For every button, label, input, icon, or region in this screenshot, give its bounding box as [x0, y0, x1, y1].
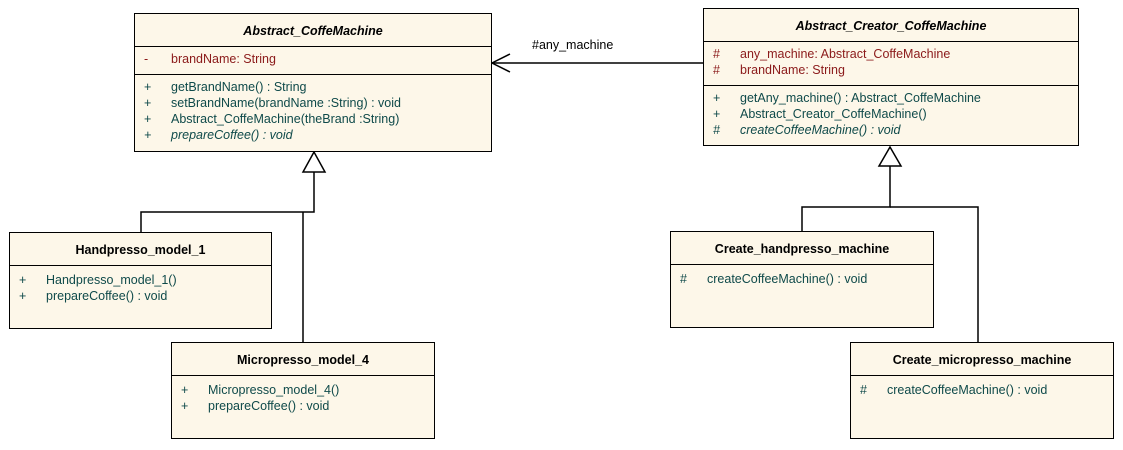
operation-text: Micropresso_model_4() [208, 383, 340, 397]
class-name: Create_micropresso_machine [851, 343, 1113, 376]
operation-row: # createCoffeeMachine() : void [671, 271, 933, 287]
class-name: Micropresso_model_4 [172, 343, 434, 376]
operation-text: Handpresso_model_1() [46, 273, 177, 287]
class-name: Create_handpresso_machine [671, 232, 933, 265]
class-create-micropresso-machine[interactable]: Create_micropresso_machine # createCoffe… [850, 342, 1114, 439]
operations-section: # createCoffeeMachine() : void [851, 376, 1113, 400]
attribute-row: - brandName: String [135, 51, 491, 67]
operation-row: + getAny_machine() : Abstract_CoffeMachi… [704, 90, 1078, 106]
visibility-marker: + [19, 289, 27, 303]
class-name: Abstract_Creator_CoffeMachine [704, 9, 1078, 42]
class-abstract-coffe-machine[interactable]: Abstract_CoffeMachine - brandName: Strin… [134, 13, 492, 152]
operation-text: setBrandName(brandName :String) : void [171, 96, 401, 110]
class-handpresso-model-1[interactable]: Handpresso_model_1 + Handpresso_model_1(… [9, 232, 272, 329]
operation-text: Abstract_Creator_CoffeMachine() [740, 107, 927, 121]
operation-row: + Handpresso_model_1() [10, 272, 271, 288]
attributes-section: # any_machine: Abstract_CoffeMachine # b… [704, 42, 1078, 86]
operation-row: + Micropresso_model_4() [172, 382, 434, 398]
attribute-text: any_machine: Abstract_CoffeMachine [740, 47, 951, 61]
visibility-marker: + [713, 91, 721, 105]
operation-text: prepareCoffee() : void [208, 399, 330, 413]
operation-row: + prepareCoffee() : void [135, 127, 491, 143]
visibility-marker: - [144, 52, 149, 66]
operation-row: + Abstract_CoffeMachine(theBrand :String… [135, 111, 491, 127]
visibility-marker: + [19, 273, 27, 287]
operation-row: + prepareCoffee() : void [10, 288, 271, 304]
visibility-marker: + [144, 128, 152, 142]
operation-row: + prepareCoffee() : void [172, 398, 434, 414]
visibility-marker: + [181, 399, 189, 413]
operation-text: createCoffeeMachine() : void [740, 123, 901, 137]
operations-section: + Handpresso_model_1() + prepareCoffee()… [10, 266, 271, 306]
attribute-row: # any_machine: Abstract_CoffeMachine [704, 46, 1078, 62]
operation-text: getAny_machine() : Abstract_CoffeMachine [740, 91, 981, 105]
class-micropresso-model-4[interactable]: Micropresso_model_4 + Micropresso_model_… [171, 342, 435, 439]
visibility-marker: # [680, 272, 687, 286]
association-label: #any_machine [532, 38, 614, 52]
operation-text: prepareCoffee() : void [46, 289, 168, 303]
attribute-text: brandName: String [740, 63, 845, 77]
operations-section: # createCoffeeMachine() : void [671, 265, 933, 289]
operation-row: # createCoffeeMachine() : void [704, 122, 1078, 138]
operations-section: + Micropresso_model_4() + prepareCoffee(… [172, 376, 434, 416]
operations-section: + getAny_machine() : Abstract_CoffeMachi… [704, 86, 1078, 140]
class-create-handpresso-machine[interactable]: Create_handpresso_machine # createCoffee… [670, 231, 934, 328]
class-abstract-creator-coffe-machine[interactable]: Abstract_Creator_CoffeMachine # any_mach… [703, 8, 1079, 146]
operation-text: prepareCoffee() : void [171, 128, 293, 142]
association-any-machine [490, 53, 703, 73]
operation-text: createCoffeeMachine() : void [707, 272, 868, 286]
class-name: Abstract_CoffeMachine [135, 14, 491, 47]
visibility-marker: + [144, 80, 152, 94]
attributes-section: - brandName: String [135, 47, 491, 75]
class-name: Handpresso_model_1 [10, 233, 271, 266]
operation-row: + getBrandName() : String [135, 79, 491, 95]
generalization-creator [801, 145, 979, 342]
visibility-marker: + [713, 107, 721, 121]
visibility-marker: # [713, 123, 720, 137]
operation-text: getBrandName() : String [171, 80, 307, 94]
operation-row: + setBrandName(brandName :String) : void [135, 95, 491, 111]
operations-section: + getBrandName() : String + setBrandName… [135, 75, 491, 145]
operation-row: + Abstract_Creator_CoffeMachine() [704, 106, 1078, 122]
attribute-row: # brandName: String [704, 62, 1078, 78]
generalization-coffe-machine [140, 150, 327, 342]
operation-row: # createCoffeeMachine() : void [851, 382, 1113, 398]
visibility-marker: # [713, 63, 720, 77]
attribute-text: brandName: String [171, 52, 276, 66]
visibility-marker: # [860, 383, 867, 397]
visibility-marker: + [144, 96, 152, 110]
visibility-marker: + [144, 112, 152, 126]
operation-text: createCoffeeMachine() : void [887, 383, 1048, 397]
visibility-marker: + [181, 383, 189, 397]
visibility-marker: # [713, 47, 720, 61]
operation-text: Abstract_CoffeMachine(theBrand :String) [171, 112, 400, 126]
